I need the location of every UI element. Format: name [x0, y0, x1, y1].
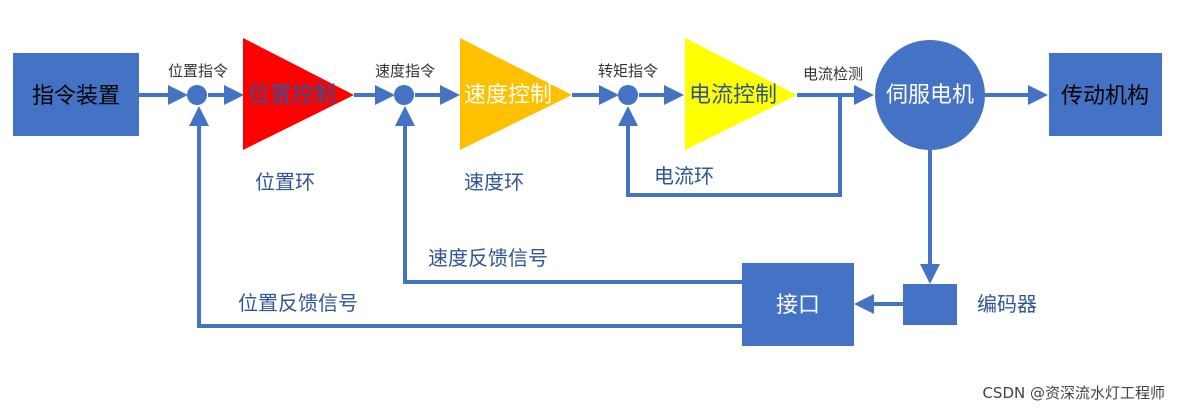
position-command-label: 位置指令	[168, 62, 228, 80]
transmission-box	[1049, 53, 1162, 136]
watermark-text: CSDN @资深流水灯工程师	[982, 384, 1165, 402]
command-device-label: 指令装置	[32, 84, 120, 109]
torque-command-label: 转矩指令	[598, 62, 658, 80]
position-control-triangle	[243, 38, 354, 150]
summing-junction-3	[618, 85, 638, 105]
position-loop-label: 位置环	[255, 170, 315, 194]
interface-box	[742, 263, 854, 346]
position-control-label: 位置控制	[248, 83, 336, 108]
speed-feedback-line	[395, 106, 742, 284]
current-control-triangle	[685, 38, 797, 150]
summing-junction-1	[187, 85, 207, 105]
encoder-label: 编码器	[977, 292, 1037, 316]
current-detection-label: 电流检测	[803, 65, 863, 83]
interface-label: 接口	[776, 293, 820, 318]
speed-command-label: 速度指令	[375, 62, 435, 80]
transmission-label: 传动机构	[1061, 84, 1149, 109]
summing-junction-2	[394, 85, 414, 105]
speed-control-triangle	[460, 38, 572, 150]
speed-loop-label: 速度环	[464, 170, 524, 194]
servo-motor-circle	[875, 40, 985, 150]
servo-motor-label: 伺服电机	[886, 83, 974, 108]
encoder-box	[903, 284, 957, 325]
current-loop-line	[618, 95, 842, 197]
speed-feedback-label: 速度反馈信号	[428, 246, 548, 270]
position-feedback-label: 位置反馈信号	[238, 291, 358, 315]
current-loop-label: 电流环	[654, 164, 714, 188]
command-device-box	[13, 53, 139, 136]
position-feedback-line	[189, 106, 742, 328]
current-control-label: 电流控制	[689, 83, 777, 108]
speed-control-label: 速度控制	[464, 83, 552, 108]
